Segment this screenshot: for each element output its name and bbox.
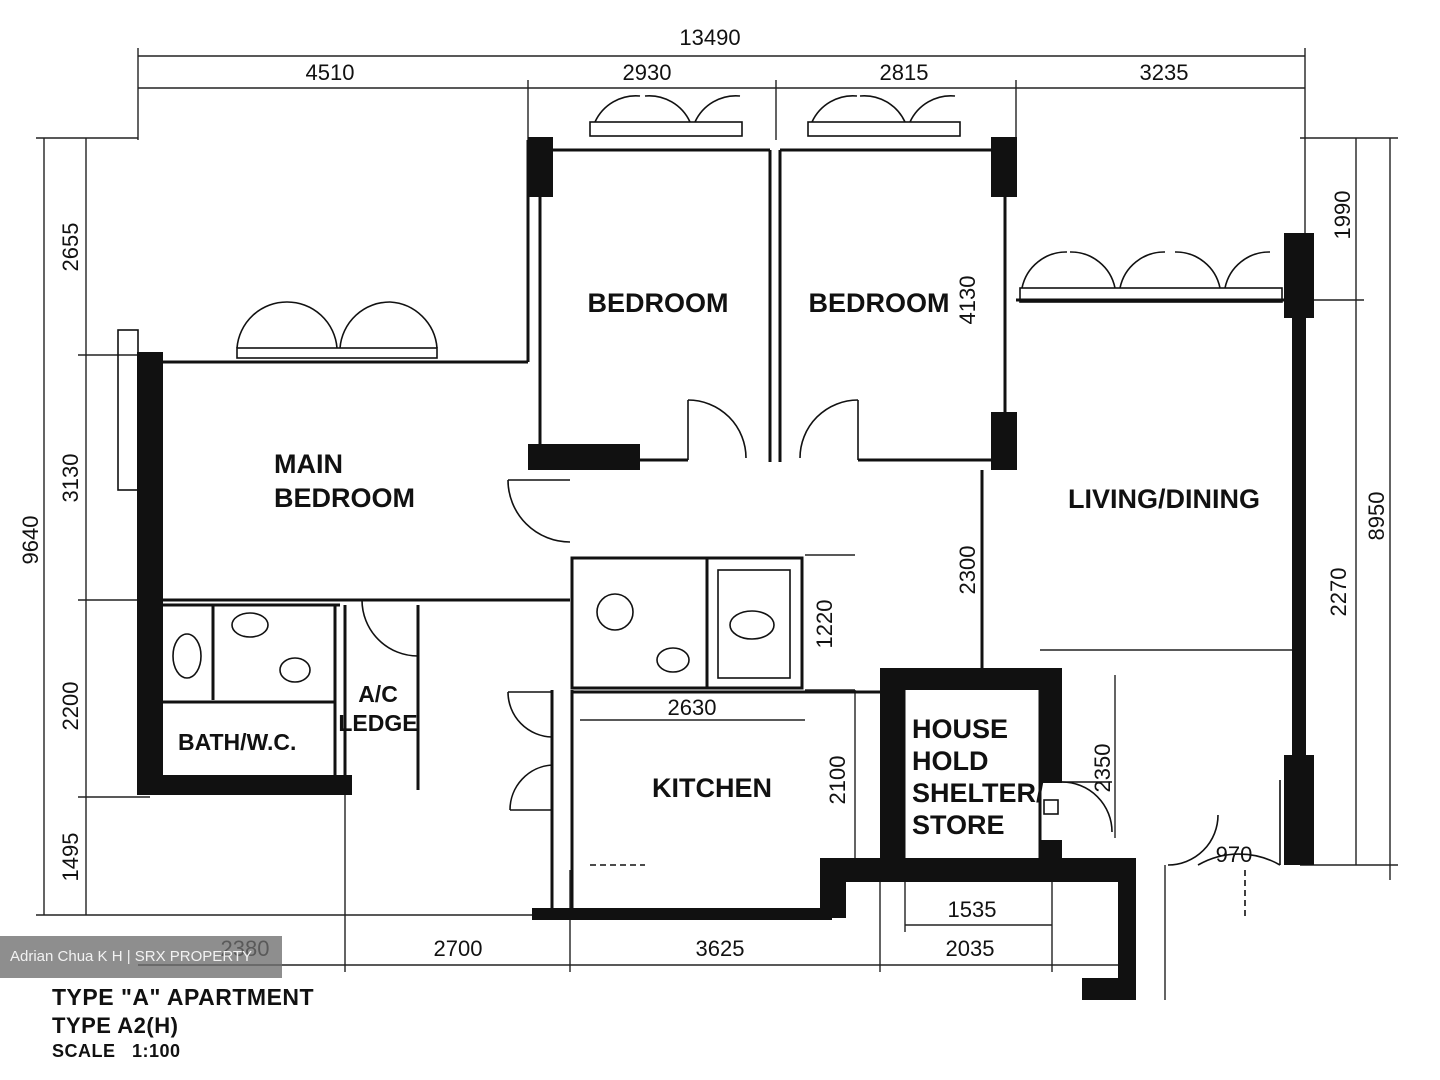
room-living-dining-label: LIVING/DINING <box>1068 484 1260 514</box>
room-main-bedroom-label-line1: MAIN <box>274 449 343 479</box>
room-shelter-label-line2: HOLD <box>912 746 989 776</box>
windows <box>117 95 1283 491</box>
dim-right-overall: 8950 <box>1364 492 1389 541</box>
thin-walls <box>163 140 1292 910</box>
room-kitchen-label: KITCHEN <box>652 773 772 803</box>
dim-top-4: 3235 <box>1140 60 1189 85</box>
dim-left-2: 3130 <box>58 454 83 503</box>
dim-bedroom-height: 4130 <box>955 276 980 325</box>
dim-bath-small: 1220 <box>812 600 837 649</box>
room-main-bedroom-label-line2: BEDROOM <box>274 483 415 513</box>
dim-right-2: 2270 <box>1326 568 1351 617</box>
dim-top-3: 2815 <box>880 60 929 85</box>
dim-shelter-depth: 2350 <box>1090 744 1115 793</box>
plan-type-title: TYPE "A" APARTMENT <box>52 984 315 1010</box>
dim-left-4: 1495 <box>58 833 83 882</box>
dimension-lines <box>36 48 1398 1000</box>
dim-top-1: 4510 <box>306 60 355 85</box>
dim-corridor: 2300 <box>955 546 980 595</box>
door-swings <box>361 399 1281 866</box>
dim-bottom-3: 3625 <box>696 936 745 961</box>
dim-shelter-width: 1535 <box>948 897 997 922</box>
room-shelter-label-line4: STORE <box>912 810 1005 840</box>
dim-top-overall: 13490 <box>679 25 740 50</box>
dim-bottom-4: 2035 <box>946 936 995 961</box>
room-ac-ledge-label-line1: A/C <box>358 681 398 707</box>
room-shelter-label-line1: HOUSE <box>912 714 1008 744</box>
room-bedroom-2-label: BEDROOM <box>809 288 950 318</box>
dim-top-2: 2930 <box>623 60 672 85</box>
fixtures <box>172 569 1246 920</box>
dim-right-1: 1990 <box>1330 191 1355 240</box>
dim-left-overall: 9640 <box>18 516 43 565</box>
plan-scale: SCALE 1:100 <box>52 1041 181 1061</box>
plan-subtype: TYPE A2(H) <box>52 1013 179 1038</box>
dim-left-3: 2200 <box>58 682 83 731</box>
room-shelter-label-line3: SHELTER/ <box>912 778 1044 808</box>
room-ac-ledge-label-line2: LEDGE <box>338 710 417 736</box>
walls <box>137 137 1314 1000</box>
dim-kitchen-width: 2630 <box>668 695 717 720</box>
room-bath-wc-label: BATH/W.C. <box>178 729 296 755</box>
room-bedroom-1-label: BEDROOM <box>588 288 729 318</box>
dim-left-1: 2655 <box>58 223 83 272</box>
watermark: Adrian Chua K H | SRX PROPERTY <box>0 936 282 978</box>
dim-kitchen-depth: 2100 <box>825 756 850 805</box>
dim-bottom-2: 2700 <box>434 936 483 961</box>
dim-door: 970 <box>1216 842 1253 867</box>
